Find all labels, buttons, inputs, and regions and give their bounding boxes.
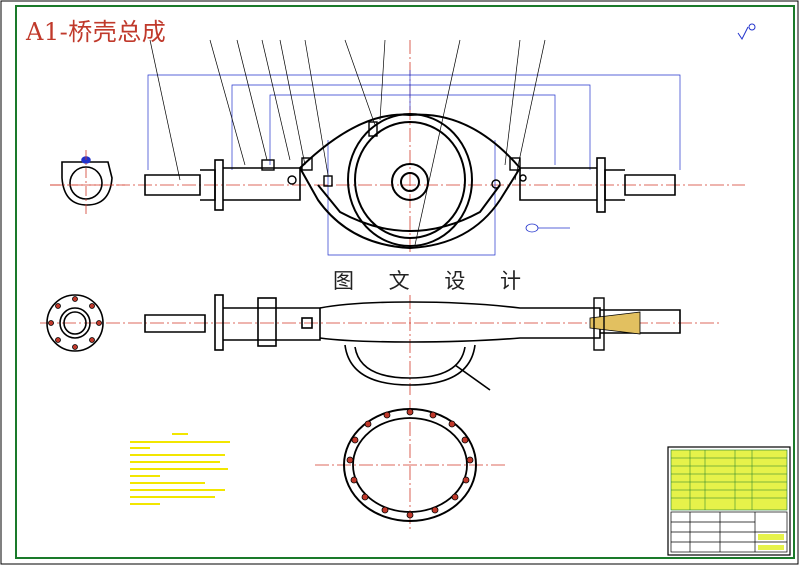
roughness-icon bbox=[737, 23, 756, 40]
technical-notes bbox=[130, 433, 230, 505]
callout-symbol bbox=[525, 223, 570, 233]
title-block bbox=[667, 446, 791, 556]
housing-fittings bbox=[261, 121, 527, 189]
hub-highlight bbox=[589, 311, 641, 335]
right-axle-shaft bbox=[519, 157, 676, 213]
flange-bolt-holes bbox=[346, 408, 474, 519]
front-view bbox=[50, 39, 745, 256]
sheet-frame-border bbox=[15, 5, 795, 559]
flange-face-view bbox=[315, 400, 505, 530]
differential-bowl bbox=[344, 344, 491, 391]
drawing-title: A1-桥壳总成 bbox=[26, 18, 167, 46]
flange-disc-side bbox=[46, 294, 104, 352]
watermark-text: 图 文 设 计 bbox=[333, 269, 536, 293]
top-view bbox=[40, 294, 720, 395]
front-leaders bbox=[149, 39, 546, 246]
